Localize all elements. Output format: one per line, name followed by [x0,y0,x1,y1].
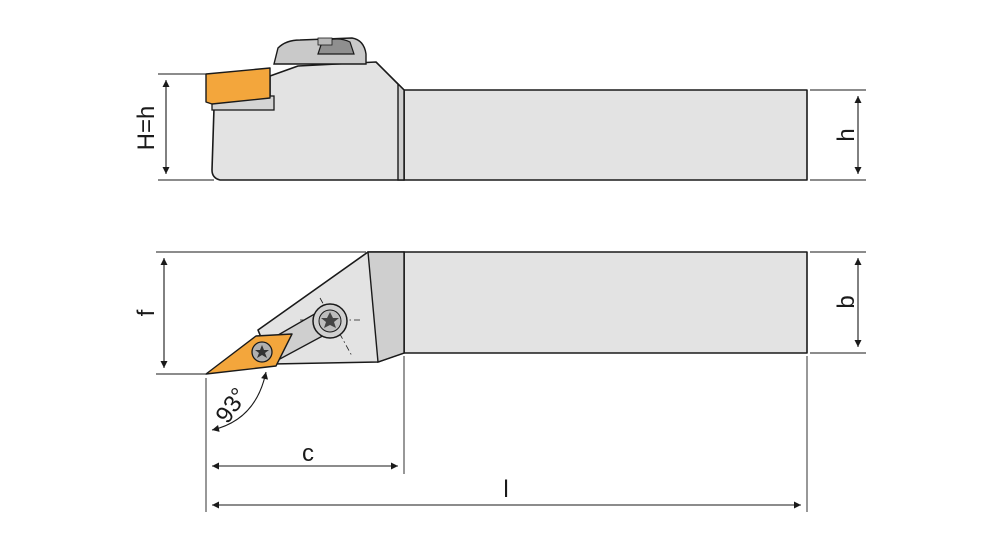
dim-head-length-label: c [302,440,314,467]
clamp-screw-slot [317,37,333,46]
top-insert [205,333,293,375]
dim-angle-label: 93° [210,383,253,428]
dim-overall-length-label: l [503,476,508,503]
dim-shank-width-label: b [833,295,860,308]
side-insert [205,67,271,105]
dim-overall-height-label: H=h [133,106,160,151]
dim-shank-height-label: h [833,128,860,141]
top-view: f b 93° c l [133,251,866,512]
dim-angle-arc [211,371,268,432]
side-view: H=h h [133,37,866,181]
side-head [211,61,405,181]
top-shank [403,251,808,354]
dim-offset-label: f [133,309,160,316]
top-head-shade [367,251,405,363]
side-shank [403,89,808,181]
top-screw-torx [321,312,339,328]
side-head-chamfer [397,82,405,181]
